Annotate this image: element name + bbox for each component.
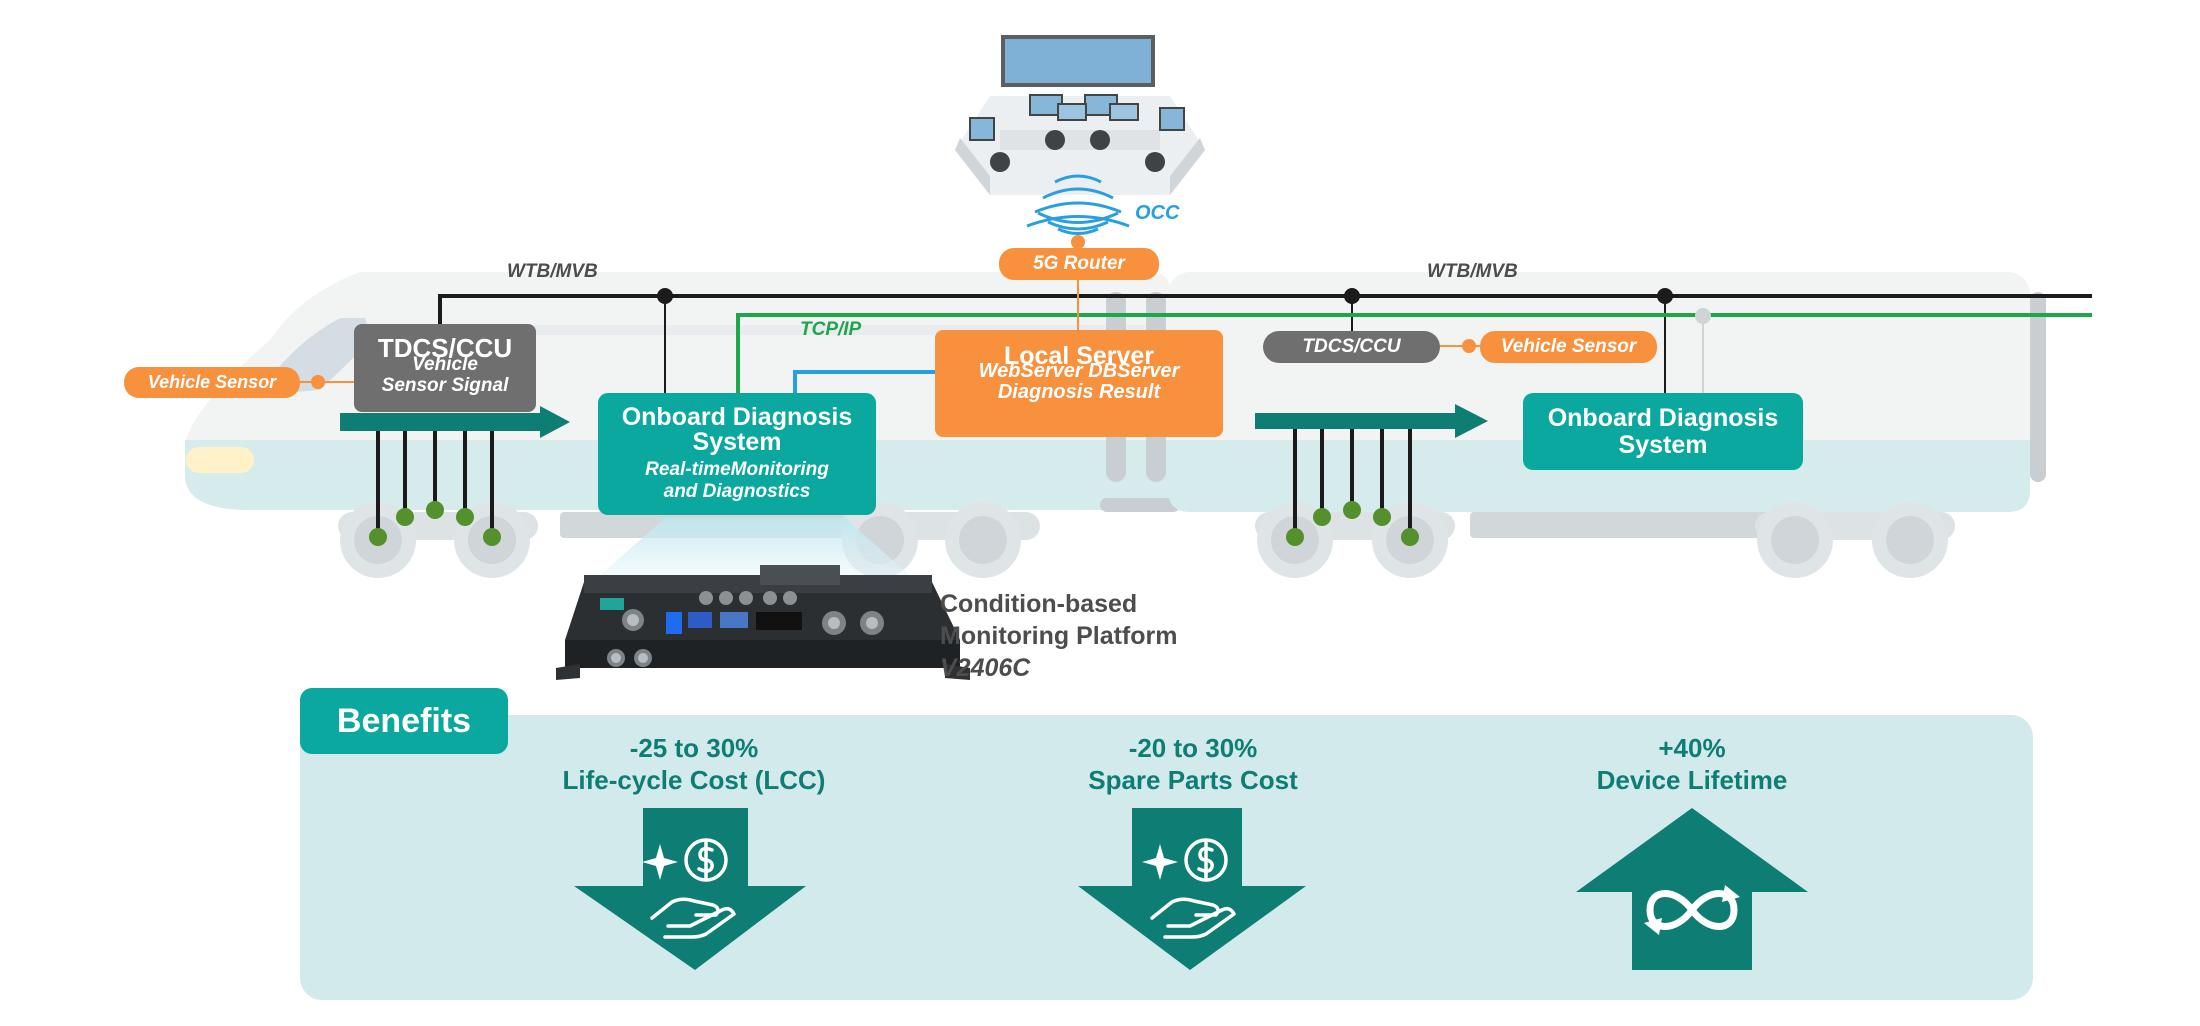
benefit-lcc-label: Life-cycle Cost (LCC) <box>562 765 826 795</box>
onboard-sub-2-car-1: and Diagnostics <box>663 481 811 502</box>
onboard-title-1-car-1: Onboard Diagnosis <box>621 403 853 431</box>
loop-arrow-icon <box>1644 918 1662 935</box>
local-server-line-2: Diagnosis Result <box>997 381 1161 403</box>
train-car-2 <box>1168 272 2046 512</box>
onboard-diagnosis-box-car-1: Onboard Diagnosis System Real-timeMonito… <box>598 393 876 515</box>
money-hand-icon <box>1150 838 1236 939</box>
onboard-diagnosis-box-car-2: Onboard Diagnosis System <box>1523 393 1803 470</box>
sparkle-icon <box>1142 844 1178 880</box>
occ-control-room-icon <box>955 35 1205 195</box>
local-server-title: Local Server <box>1003 342 1155 370</box>
benefit-arrow-device-lifetime <box>1576 808 1808 970</box>
server-link <box>793 272 1079 395</box>
tdcs-ccu-box-car-2: TDCS/CCU <box>1263 331 1440 363</box>
local-server-line-1: WebServer DBServer <box>978 360 1180 382</box>
benefit-arrow-lcc <box>574 808 806 970</box>
onboard-title-2-car-1: System <box>692 428 782 456</box>
sensor-array-car-2 <box>1255 404 1488 546</box>
tdcs-ccu-box-car-1: TDCS/CCU Vehicle Sensor Signal <box>354 324 536 412</box>
tcp-ip-link <box>736 308 2092 393</box>
train-car-2-end-rail <box>2030 292 2046 482</box>
onboard-title-1-car-2: Onboard Diagnosis <box>1547 404 1779 432</box>
vehicle-sensor-car-2: Vehicle Sensor <box>1480 331 1657 363</box>
benefit-arrow-spare-parts <box>1078 808 1306 970</box>
platform-line-1: Condition-based <box>940 590 1138 618</box>
infinity-loop-icon <box>1646 890 1738 930</box>
benefit-spare-parts: -20 to 30% Spare Parts Cost <box>993 732 1393 796</box>
platform-caption: Condition-based Monitoring Platform V240… <box>940 588 1177 684</box>
benefit-device-lifetime: +40% Device Lifetime <box>1492 732 1892 796</box>
tdcs-ccu-sub-1: Vehicle <box>412 354 478 375</box>
wtb-mvb-label-left: WTB/MVB <box>507 261 598 282</box>
benefits-tab: Benefits <box>300 688 508 754</box>
wheel-bogies <box>338 502 1955 578</box>
benefit-device-lifetime-value: +40% <box>1658 733 1726 763</box>
wifi-signal-icon <box>1026 174 1130 228</box>
benefit-lcc-value: -25 to 30% <box>629 733 759 763</box>
benefit-lcc: -25 to 30% Life-cycle Cost (LCC) <box>494 732 894 796</box>
train-headlight <box>186 447 254 473</box>
sensor-connectors <box>300 339 1480 389</box>
benefit-spare-parts-label: Spare Parts Cost <box>1088 765 1298 795</box>
money-hand-icon <box>650 838 736 939</box>
onboard-title-2-car-2: System <box>1618 431 1708 459</box>
benefit-device-lifetime-label: Device Lifetime <box>1596 765 1788 795</box>
tdcs-ccu-sub-2: Sensor Signal <box>381 375 509 396</box>
wtb-mvb-bus <box>438 288 2092 393</box>
wifi-signal-icon-lower <box>1037 211 1119 235</box>
projection-beam <box>595 518 915 580</box>
router-5g: 5G Router <box>999 248 1159 280</box>
tdcs-ccu-title-car-1: TDCS/CCU <box>377 333 513 363</box>
v2406c-device <box>556 518 970 680</box>
vehicle-sensor-car-1: Vehicle Sensor <box>124 367 300 398</box>
onboard-sub-1-car-1: Real-timeMonitoring <box>645 459 829 480</box>
sensor-array-car-1 <box>340 406 570 546</box>
tcp-ip-label: TCP/IP <box>800 319 862 340</box>
platform-model: V2406C <box>940 654 1031 682</box>
benefit-spare-parts-value: -20 to 30% <box>1128 733 1258 763</box>
loop-arrow-icon <box>1722 885 1740 902</box>
wtb-mvb-label-right: WTB/MVB <box>1427 261 1518 282</box>
platform-line-2: Monitoring Platform <box>940 622 1178 650</box>
occ-label: OCC <box>1135 202 1180 224</box>
local-server-box: Local Server WebServer DBServer Diagnosi… <box>935 330 1223 437</box>
sparkle-icon <box>642 844 678 880</box>
train-car-1-window-strip <box>385 325 1145 335</box>
